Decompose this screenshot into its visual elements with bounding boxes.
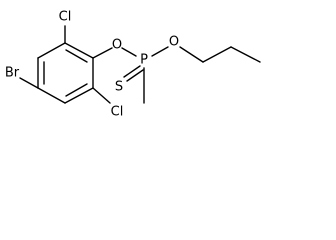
- bond-ch2-ch3: [230, 46, 261, 63]
- atom-label-cl-top: Cl: [59, 10, 72, 25]
- atom-label-s: S: [115, 80, 123, 95]
- ring-double-bond-bottom-right: [65, 83, 88, 97]
- bond-c-o-aryl: [92, 47, 113, 59]
- atom-label-o-aryl: O: [112, 38, 122, 53]
- ring-bond-top-right: [64, 42, 94, 59]
- atom-label-cl-bottom: Cl: [111, 105, 124, 120]
- ring-double-bond-top-right: [65, 49, 88, 63]
- atom-label-br: Br: [5, 66, 20, 81]
- ring-bond-bottom-right: [64, 87, 94, 104]
- atom-label-p: P: [140, 53, 148, 68]
- bond-o-ch2: [179, 46, 204, 63]
- bond-ch2-ch2: [202, 46, 232, 63]
- bond-c-br: [19, 77, 39, 89]
- bond-p-o-propyl: [151, 46, 169, 57]
- bond-c-cl-bottom: [92, 87, 111, 104]
- chemical-structure: Cl Br Cl O P S O: [5, 10, 261, 120]
- bond-p-s-2: [126, 69, 144, 82]
- ring-bond-top-left: [37, 42, 66, 59]
- ring-bond-bottom-left: [37, 87, 66, 104]
- atom-label-o-propyl: O: [169, 35, 179, 50]
- bond-o-p: [121, 47, 137, 57]
- bond-p-s-1: [123, 65, 141, 78]
- benzene-ring: [37, 42, 94, 104]
